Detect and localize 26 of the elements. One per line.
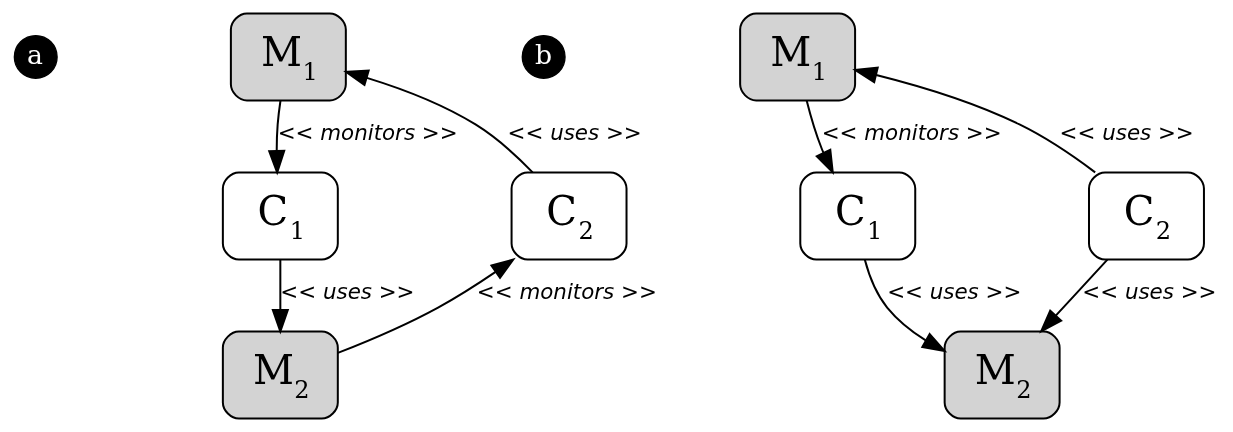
arrow [271,258,290,335]
arrow [805,99,835,176]
arrow [852,66,1097,174]
arrow [1039,258,1109,334]
edge-label: << uses >> [280,279,415,305]
arrow [336,257,516,354]
node-circle: b [521,34,566,79]
node-box: C$_{2}$ [510,171,628,261]
edge-label: << uses >> [507,120,642,146]
node-box: C$_{1}$ [799,171,917,261]
node-box: M$_{2}$ [943,330,1061,420]
node-box: M$_{1}$ [739,12,857,102]
edge-label: << monitors >> [821,120,1002,146]
edge-label: << uses >> [887,279,1022,305]
arrow [267,99,286,176]
node-box: C$_{1}$ [221,171,339,261]
node-box: C$_{2}$ [1088,171,1205,261]
edge-label: << monitors >> [277,120,458,146]
edge-label: << uses >> [1059,120,1194,146]
edge-label: << monitors >> [476,279,657,305]
arrow [863,258,948,353]
node-box: M$_{2}$ [221,330,339,420]
edge-label: << uses >> [1082,279,1217,305]
node-box: M$_{1}$ [229,12,347,102]
node-circle: a [13,34,58,79]
arrow [343,69,534,174]
